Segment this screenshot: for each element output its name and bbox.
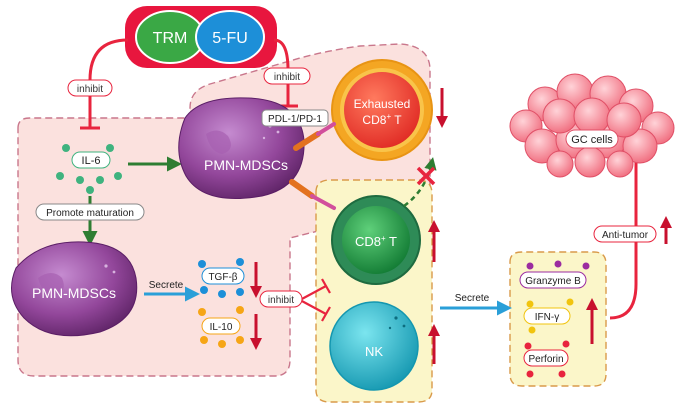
svg-text:Anti-tumor: Anti-tumor xyxy=(602,230,649,241)
blocked-x-mark xyxy=(416,166,436,186)
svg-text:IFN-γ: IFN-γ xyxy=(535,312,559,323)
gc-cells-cluster: GC cells xyxy=(509,73,675,178)
svg-text:inhibit: inhibit xyxy=(274,72,300,83)
anti-tumor-line xyxy=(609,156,638,320)
il10-label: IL-10 xyxy=(210,322,233,333)
cytokine-granzyme: Granzyme B xyxy=(519,260,590,289)
tgf-beta-cluster: TGF-β xyxy=(198,258,245,298)
svg-text:inhibit: inhibit xyxy=(268,295,294,306)
nk-cell: NK xyxy=(329,301,419,391)
drug-5fu-label: 5-FU xyxy=(212,30,248,47)
secrete-right-label: Secrete xyxy=(455,293,490,304)
il10-cluster: IL-10 xyxy=(198,306,244,348)
inhibit-label-top-right: inhibit xyxy=(263,67,311,85)
exhausted-line2: CD8+ T xyxy=(362,112,402,127)
cd8-t-cell: CD8+ T xyxy=(331,195,421,285)
svg-text:Promote maturation: Promote maturation xyxy=(46,208,134,219)
il6-label: IL-6 xyxy=(82,155,101,167)
secrete-left-label: Secrete xyxy=(149,280,184,291)
drug-capsule: TRM 5-FU xyxy=(125,6,277,68)
cytokine-perforin: Perforin xyxy=(523,340,570,378)
cytokine-ifn: IFN-γ xyxy=(523,298,574,334)
tgf-beta-label: TGF-β xyxy=(208,272,237,283)
svg-text:Granzyme B: Granzyme B xyxy=(525,276,581,287)
inhibit-label-middle: inhibit xyxy=(259,290,303,308)
svg-text:inhibit: inhibit xyxy=(77,84,103,95)
svg-text:PDL-1/PD-1: PDL-1/PD-1 xyxy=(268,114,322,125)
inhibit-label-top-left: inhibit xyxy=(67,79,113,97)
exhausted-cd8-cell: Exhausted CD8+ T xyxy=(331,59,433,161)
pmn-mdsc-top-label: PMN-MDSCs xyxy=(204,157,288,173)
nk-label: NK xyxy=(365,344,383,359)
exhausted-line1: Exhausted xyxy=(354,97,411,111)
pmn-mdsc-cell-left: PMN-MDSCs xyxy=(11,241,138,337)
svg-text:Perforin: Perforin xyxy=(528,354,563,365)
il6-cluster: IL-6 xyxy=(56,144,122,194)
arrow-cd8-to-exhausted xyxy=(403,157,437,208)
anti-tumor-label: Anti-tumor xyxy=(593,225,657,243)
pmn-mdsc-left-label: PMN-MDSCs xyxy=(32,285,116,301)
pdl1-pd1-label: PDL-1/PD-1 xyxy=(261,109,329,127)
promote-maturation-label: Promote maturation xyxy=(35,203,145,221)
cd8-label: CD8+ T xyxy=(355,234,397,249)
drug-trm-label: TRM xyxy=(153,30,188,47)
gc-cells-label: GC cells xyxy=(571,134,613,146)
